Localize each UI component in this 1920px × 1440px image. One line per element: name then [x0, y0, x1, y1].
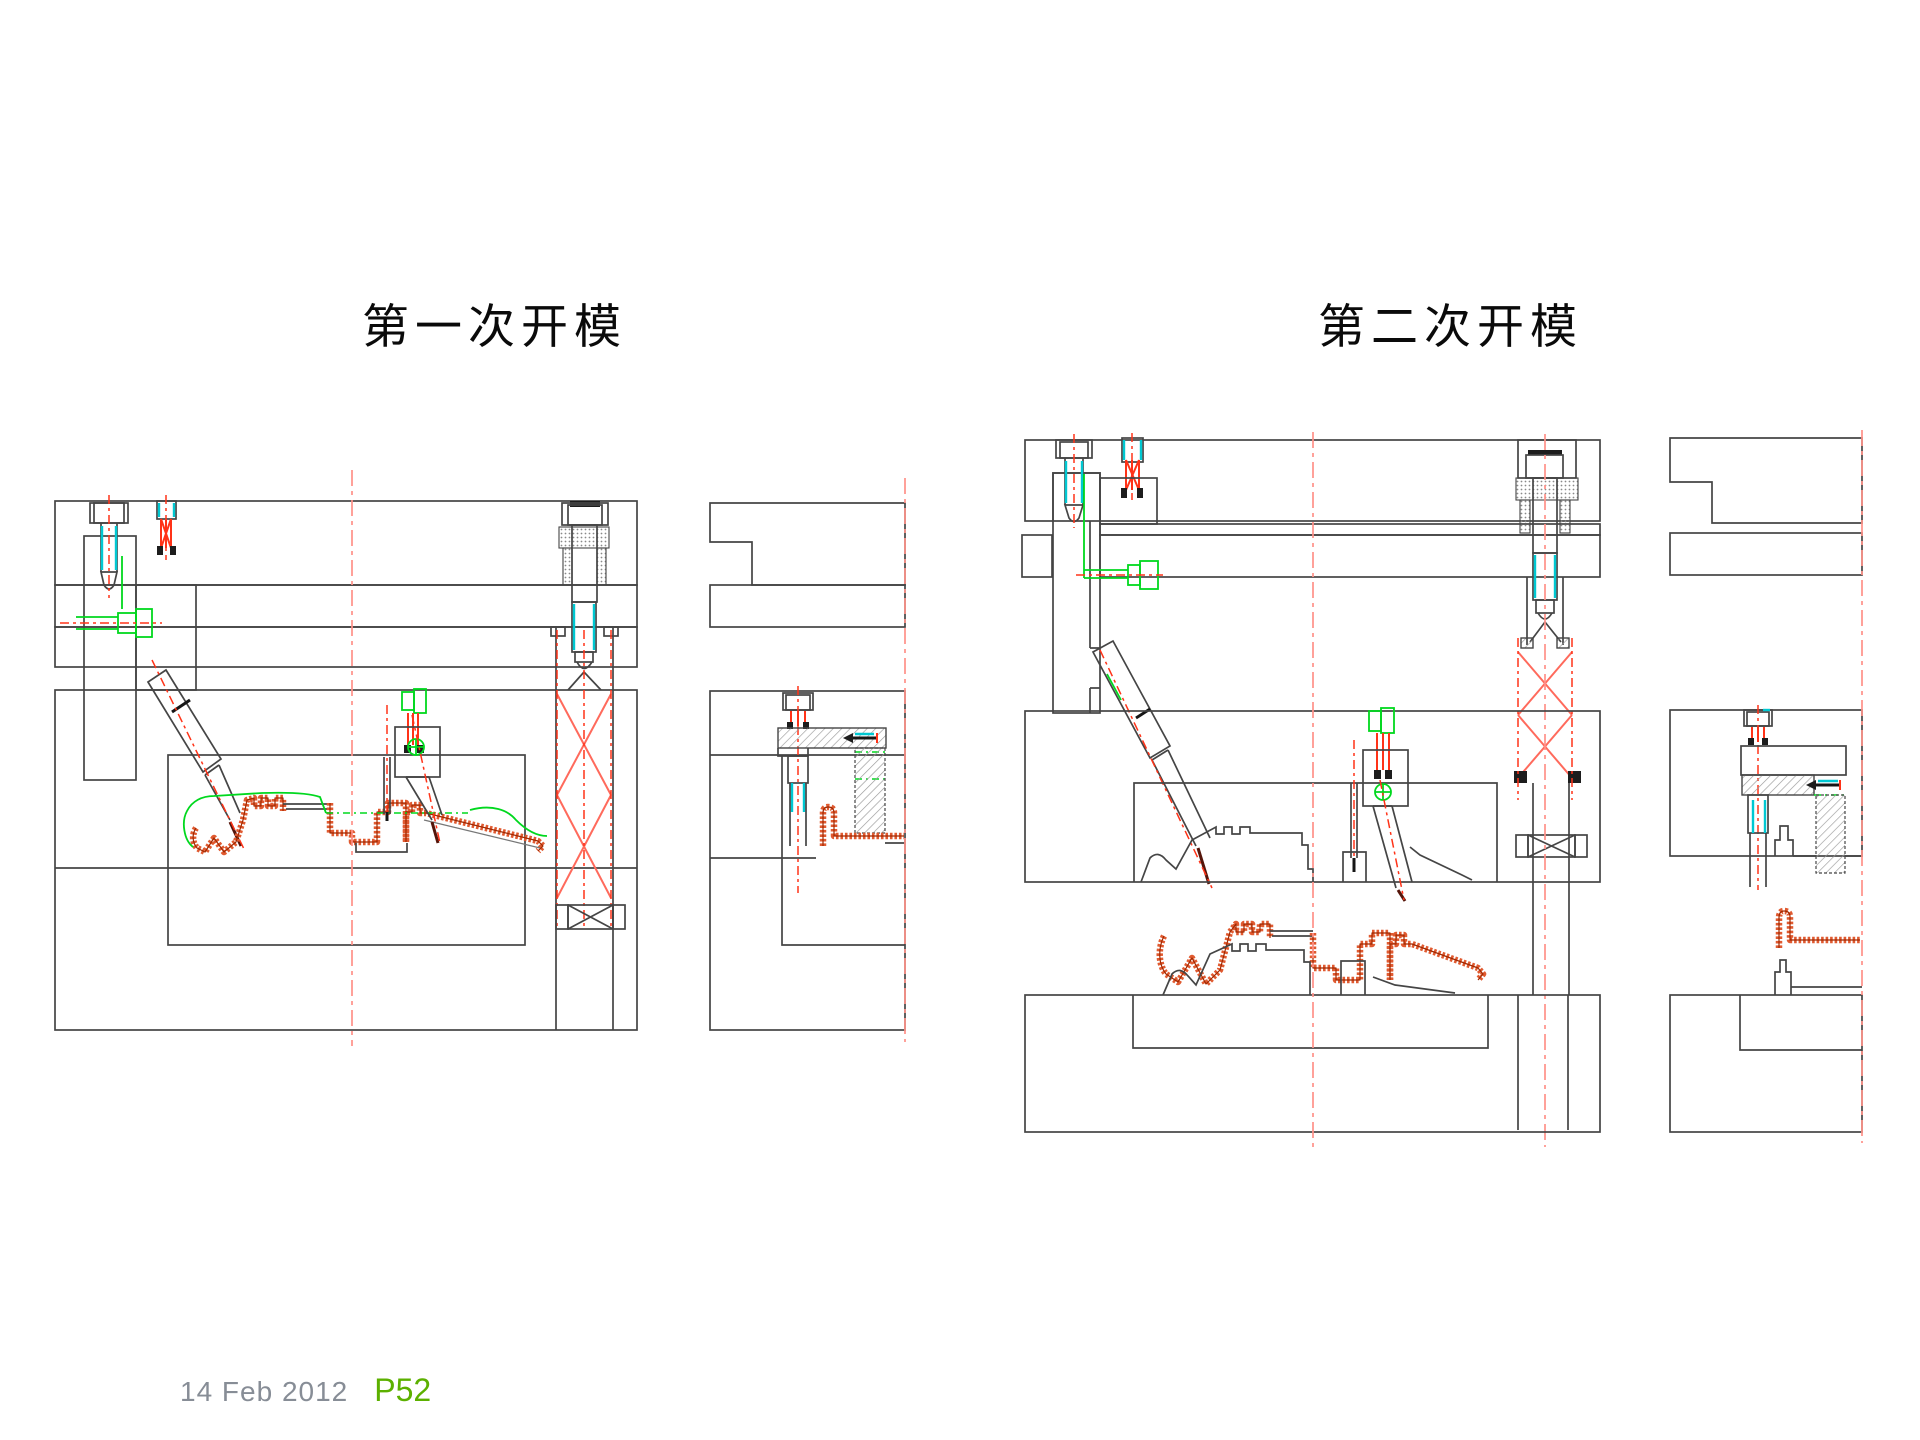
center-lifter-unit — [394, 688, 443, 844]
footer-page-number: P52 — [374, 1372, 432, 1408]
right-view-side-section — [1669, 430, 1863, 1143]
right-view-drawing — [1021, 430, 1863, 1148]
guide-pillar — [550, 501, 626, 1030]
return-bolt-small — [156, 495, 177, 560]
angle-lifter — [1091, 639, 1213, 889]
ejector-pin — [383, 705, 391, 821]
return-pin-spring — [1514, 434, 1588, 1147]
plate-stack — [54, 500, 638, 1031]
footer: 14 Feb 2012 P52 — [180, 1372, 431, 1409]
left-view-title: 第一次开模 — [362, 302, 627, 354]
center-lifter-unit — [1350, 707, 1413, 902]
footer-date: 14 Feb 2012 — [180, 1376, 349, 1407]
right-view-title: 第二次开模 — [1318, 302, 1583, 354]
slide-column — [1052, 433, 1163, 714]
left-view-drawing — [54, 470, 906, 1046]
molded-part-profile — [1156, 920, 1487, 988]
plate-stack-open — [1021, 439, 1601, 578]
side-lock-green — [60, 556, 162, 638]
left-view-side-section — [709, 478, 906, 1042]
molded-part-profile — [182, 791, 548, 856]
